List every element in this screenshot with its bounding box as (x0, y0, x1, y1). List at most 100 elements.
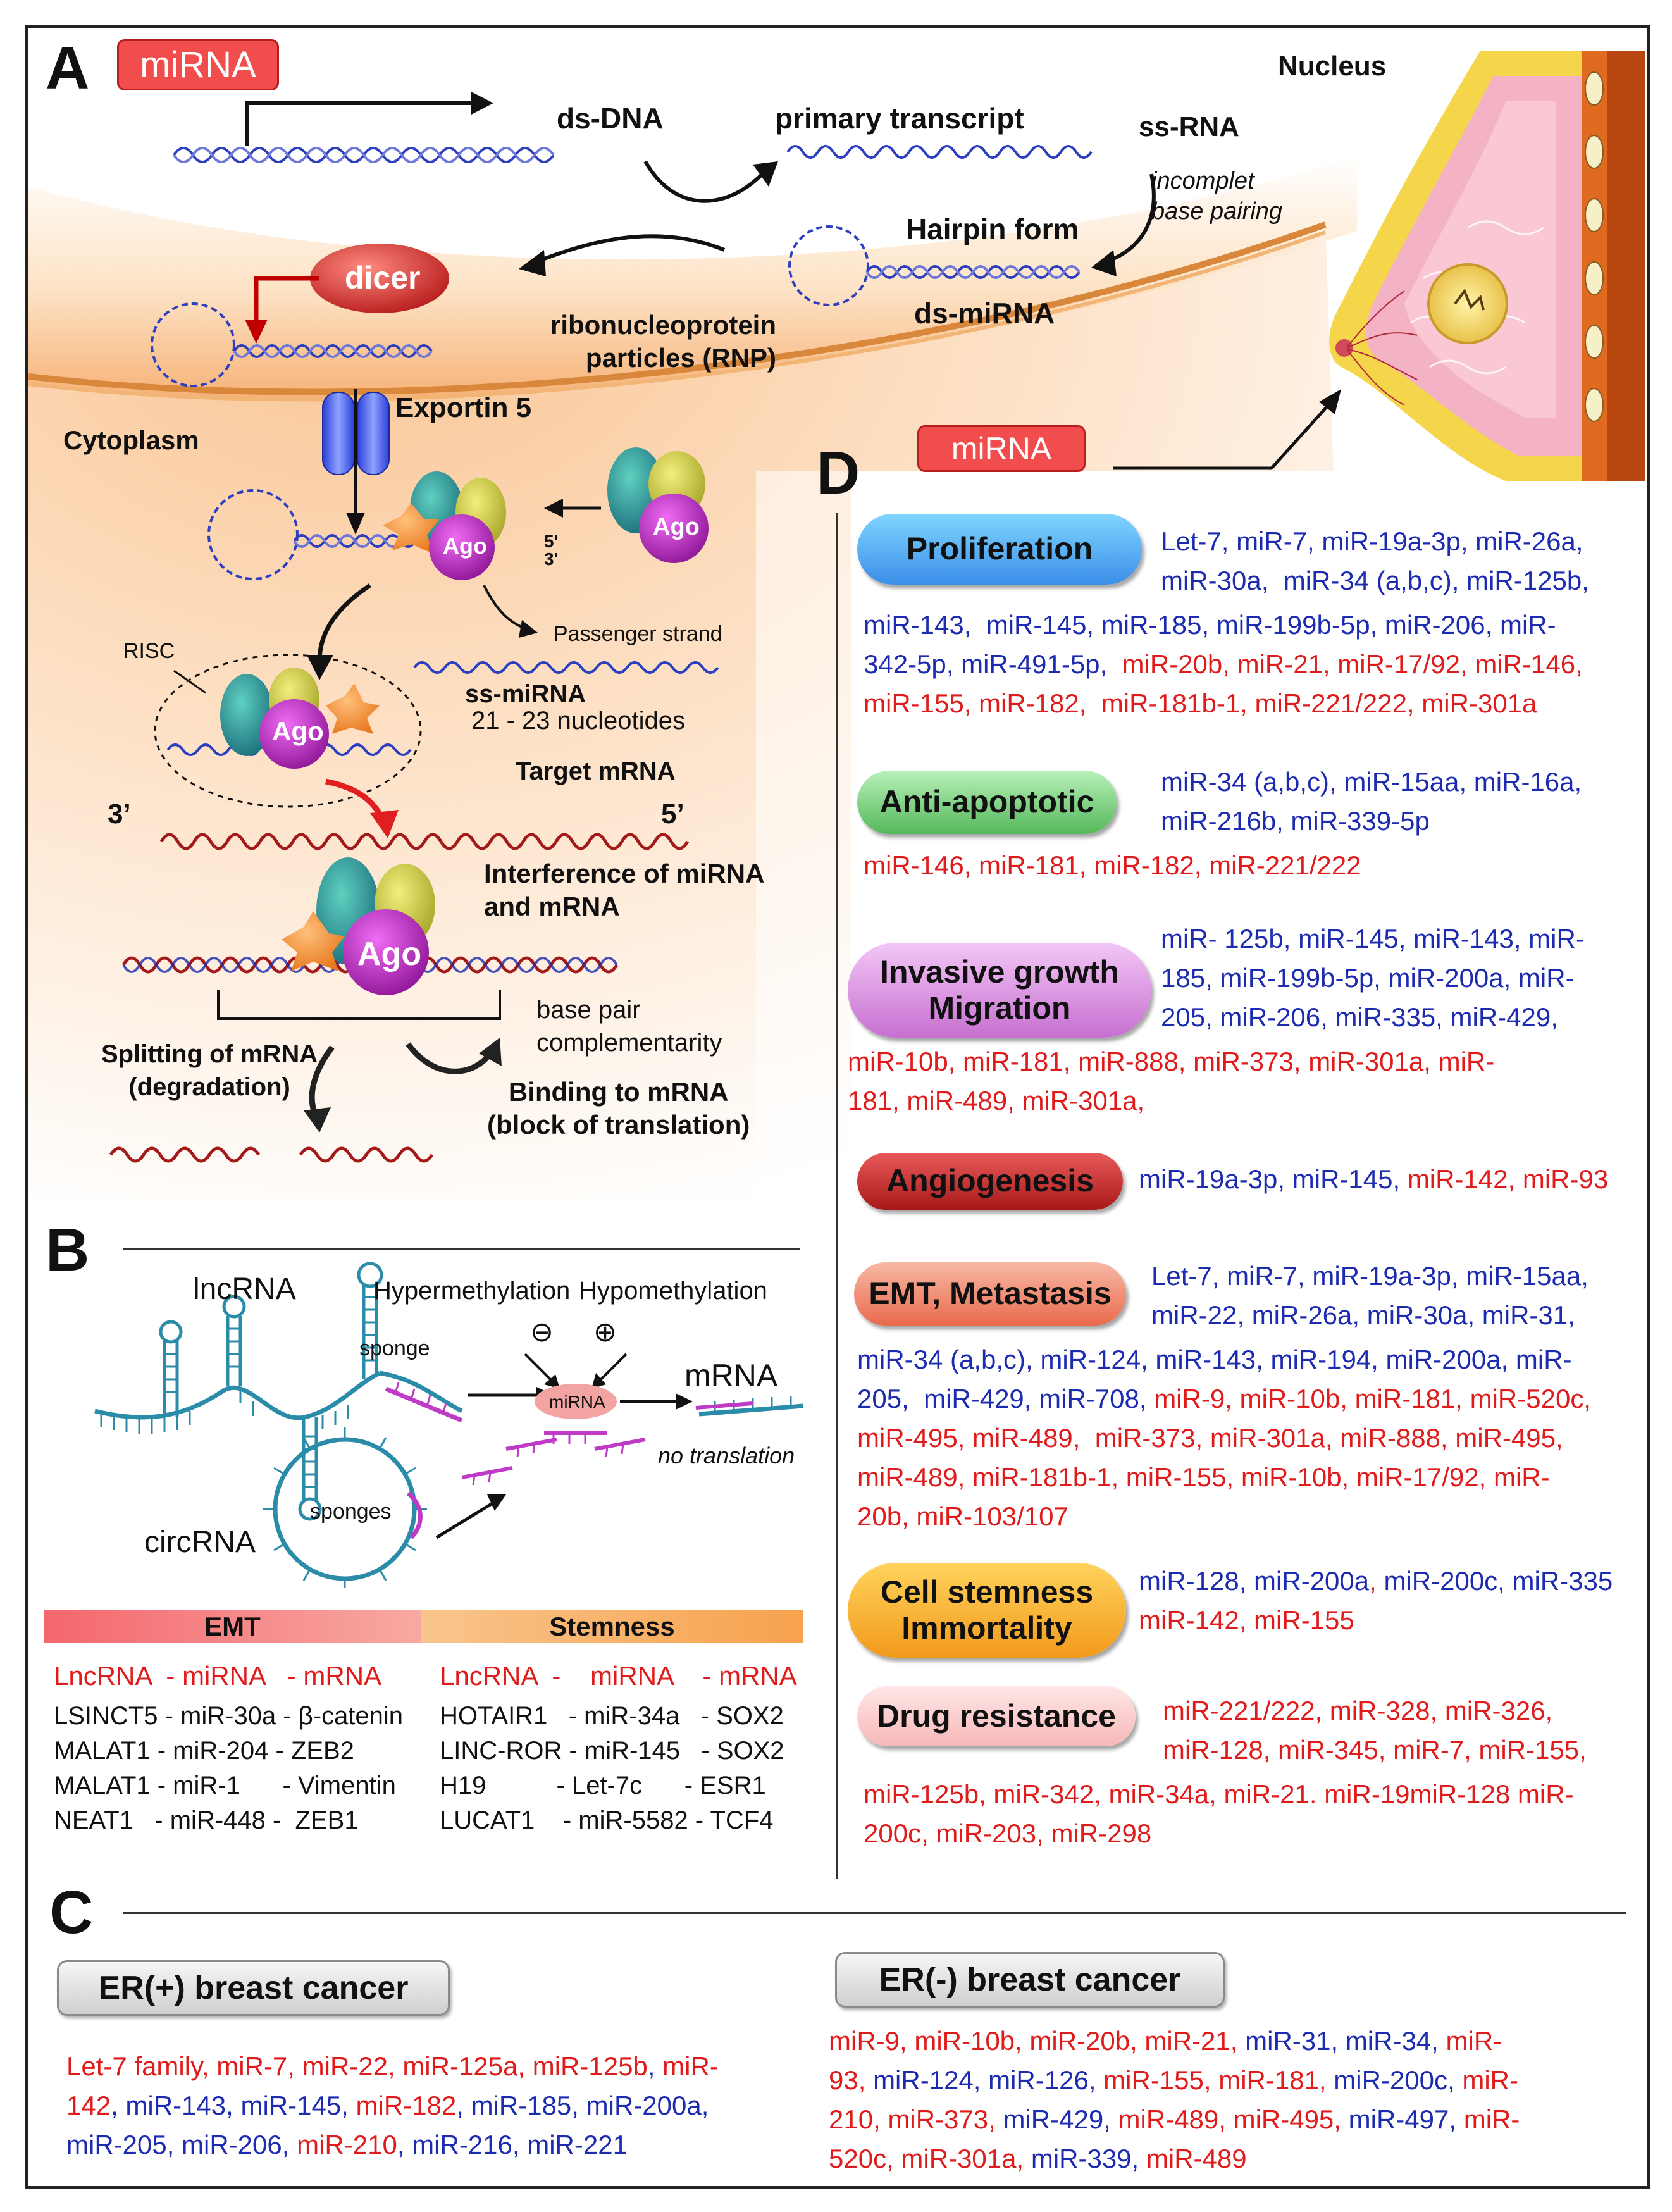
mirna-tag-a: miRNA (117, 39, 279, 90)
mirna-line: 200c, miR-203, miR-298 (864, 1818, 1151, 1849)
label-ago-4: Ago (357, 936, 422, 972)
mirna-segment: miR-200c, (1334, 2065, 1463, 2095)
ds-dna-helix (173, 147, 555, 163)
mirna-line: miR-146, miR-181, miR-182, miR-221/222 (864, 850, 1361, 881)
label-passenger: Passenger strand (554, 622, 722, 646)
label-ds-dna: ds-DNA (557, 102, 664, 135)
mirna-segment: , miR-185, miR-200a, (456, 2091, 709, 2120)
mirna-segment: miR-142, miR-155 (1139, 1605, 1354, 1635)
label-3prime-a: 3' (544, 549, 559, 569)
label-cytoplasm: Cytoplasm (63, 425, 199, 455)
mirna-segment: miR-495, miR-489, miR-373, miR-301a, miR… (857, 1423, 1563, 1453)
label-ss-rna: ss-RNA (1139, 111, 1239, 142)
mirna-line: 142, miR-143, miR-145, miR-182, miR-185,… (66, 2086, 719, 2125)
mirna-line: miR-125b, miR-342, miR-34a, miR-21. miR-… (864, 1779, 1574, 1810)
label-hypomethylation: Hypomethylation (579, 1277, 767, 1305)
mirna-segment: miR-143, miR-145, miR-185, miR-199b-5p, … (864, 610, 1556, 640)
category-pill: Invasive growth Migration (848, 943, 1151, 1038)
stem-row: H19 - Let-7c - ESR1 (440, 1772, 766, 1799)
stemness-header: Stemness (549, 1612, 675, 1641)
exportin-right (357, 392, 390, 475)
figure-border (25, 25, 1650, 2189)
label-target-mrna: Target mRNA (516, 757, 676, 785)
er-negative-mirna-list: miR-9, miR-10b, miR-20b, miR-21, miR-31,… (829, 2022, 1520, 2178)
mirna-segment: , (647, 2051, 663, 2081)
panel-c-rule (123, 1912, 1626, 1914)
mirna-line: miR-495, miR-489, miR-373, miR-301a, miR… (857, 1423, 1563, 1453)
mirna-segment: miR-155, miR-181, (1103, 2065, 1334, 2095)
mirna-segment: miR-9, miR-10b, miR-20b, miR-21, (829, 2026, 1246, 2056)
panel-letter-d: D (816, 439, 860, 507)
stem-column-heads: LncRNA - miRNA - mRNA (440, 1661, 797, 1691)
mirna-segment: miR-221/222, miR-328, miR-326, (1163, 1696, 1553, 1725)
mirna-segment: miR-20b, miR-21, miR-17/92, miR-146, (1114, 649, 1583, 679)
mirna-line: miR-143, miR-145, miR-185, miR-199b-5p, … (864, 610, 1556, 640)
label-mrna: mRNA (684, 1358, 778, 1393)
lncrna-diagram (94, 1262, 804, 1588)
mirna-line: Let-7, miR-7, miR-19a-3p, miR-26a, (1161, 526, 1583, 557)
mirna-segment: miR-124, miR-126, (873, 2065, 1104, 2095)
dicer-shape (310, 244, 449, 313)
mirna-segment: 520c, miR-301a, (829, 2144, 1031, 2173)
mirna-segment: miR-10b, miR-181, miR-888, miR-373, miR-… (848, 1047, 1495, 1076)
label-5prime-a: 5' (544, 531, 559, 551)
mirna-line: 181, miR-489, miR-301a, (848, 1086, 1144, 1116)
mirna-segment: miR-22, miR-26a, miR-30a, miR-31, (1151, 1300, 1575, 1330)
mirna-line: 185, miR-199b-5p, miR-200a, miR- (1161, 963, 1575, 993)
mirna-line: miR-489, miR-181b-1, miR-155, miR-10b, m… (857, 1462, 1550, 1493)
mirna-line: miR-19a-3p, miR-145, miR-142, miR-93 (1139, 1164, 1608, 1195)
panel-letter-c: C (49, 1879, 94, 1946)
mirna-line: 210, miR-373, miR-429, miR-489, miR-495,… (829, 2100, 1520, 2139)
panel-letter-a: A (46, 34, 90, 102)
label-ago-3: Ago (272, 716, 324, 746)
category-pill: Anti-apoptotic (857, 771, 1117, 834)
label-3prime-target: 3’ (108, 798, 131, 830)
label-hypermethylation: Hypermethylation (373, 1277, 571, 1305)
mirna-segment: miR-128, miR-345, miR-7, miR-155, (1163, 1735, 1587, 1765)
mirna-segment: miR-339, (1031, 2144, 1146, 2173)
mirna-segment: , (1369, 1566, 1384, 1596)
mirna-line: miR-221/222, miR-328, miR-326, (1163, 1696, 1552, 1726)
mirna-segment: miR-489, miR-495, (1118, 2104, 1349, 2134)
label-lncrna: lncRNA (193, 1272, 296, 1306)
label-nucleus: Nucleus (1278, 51, 1387, 82)
mirna-line: miR-9, miR-10b, miR-20b, miR-21, miR-31,… (829, 2022, 1520, 2061)
label-mirna-center: miRNA (549, 1392, 605, 1412)
stem-row: LINC-ROR - miR-145 - SOX2 (440, 1737, 784, 1765)
mirna-segment: miR- (1446, 2026, 1502, 2056)
label-incomplete-pairing: incomplet base pairing (1151, 168, 1283, 225)
emt-header-bar: EMT (44, 1610, 421, 1643)
label-ss-mirna: ss-miRNA (465, 680, 586, 708)
category-pill: Cell stemness Immortality (848, 1563, 1126, 1658)
er-negative-title: ER(-) breast cancer (835, 1952, 1225, 2008)
mirna-segment: 20b, miR-103/107 (857, 1501, 1068, 1531)
er-positive-mirna-list: Let-7 family, miR-7, miR-22, miR-125a, m… (66, 2047, 719, 2165)
minus-icon: ⊖ (530, 1317, 554, 1348)
mirna-segment: miR-210 (297, 2130, 397, 2159)
mirna-line: miR-22, miR-26a, miR-30a, miR-31, (1151, 1300, 1575, 1331)
mirna-segment: 342-5p, miR-491-5p, (864, 649, 1115, 679)
emt-header: EMT (204, 1612, 261, 1641)
mirna-line: 205, miR-429, miR-708, miR-9, miR-10b, m… (857, 1384, 1591, 1414)
mirna-segment: miR- (662, 2051, 719, 2081)
er-positive-title: ER(+) breast cancer (57, 1960, 450, 2016)
mirna-segment: , miR-216, miR-221 (397, 2130, 628, 2159)
mirna-segment: miR-205, miR-206, (66, 2130, 297, 2159)
mirna-line: miR- 125b, miR-145, miR-143, miR- (1161, 924, 1585, 954)
stem-row: LUCAT1 - miR-5582 - TCF4 (440, 1806, 774, 1834)
mirna-segment: miR-182 (356, 2091, 457, 2120)
label-no-translation: no translation (658, 1443, 795, 1469)
mirna-segment: Let-7, miR-7, miR-19a-3p, miR-15aa, (1151, 1261, 1588, 1291)
plus-icon: ⊕ (593, 1317, 617, 1348)
label-rnp: ribonucleoprotein particles (RNP) (550, 310, 776, 373)
mirna-line: miR-10b, miR-181, miR-888, miR-373, miR-… (848, 1047, 1494, 1077)
emt-row: LSINCT5 - miR-30a - β-catenin (54, 1702, 404, 1730)
category-pill: Proliferation (857, 514, 1142, 585)
mirna-line: miR-155, miR-182, miR-181b-1, miR-221/22… (864, 688, 1537, 719)
label-dicer: dicer (345, 260, 421, 295)
label-risc: RISC (123, 639, 175, 663)
mirna-segment: 185, miR-199b-5p, miR-200a, miR- (1161, 963, 1575, 993)
label-sponges: sponges (310, 1500, 392, 1524)
mirna-line: miR-34 (a,b,c), miR-124, miR-143, miR-19… (857, 1345, 1572, 1375)
